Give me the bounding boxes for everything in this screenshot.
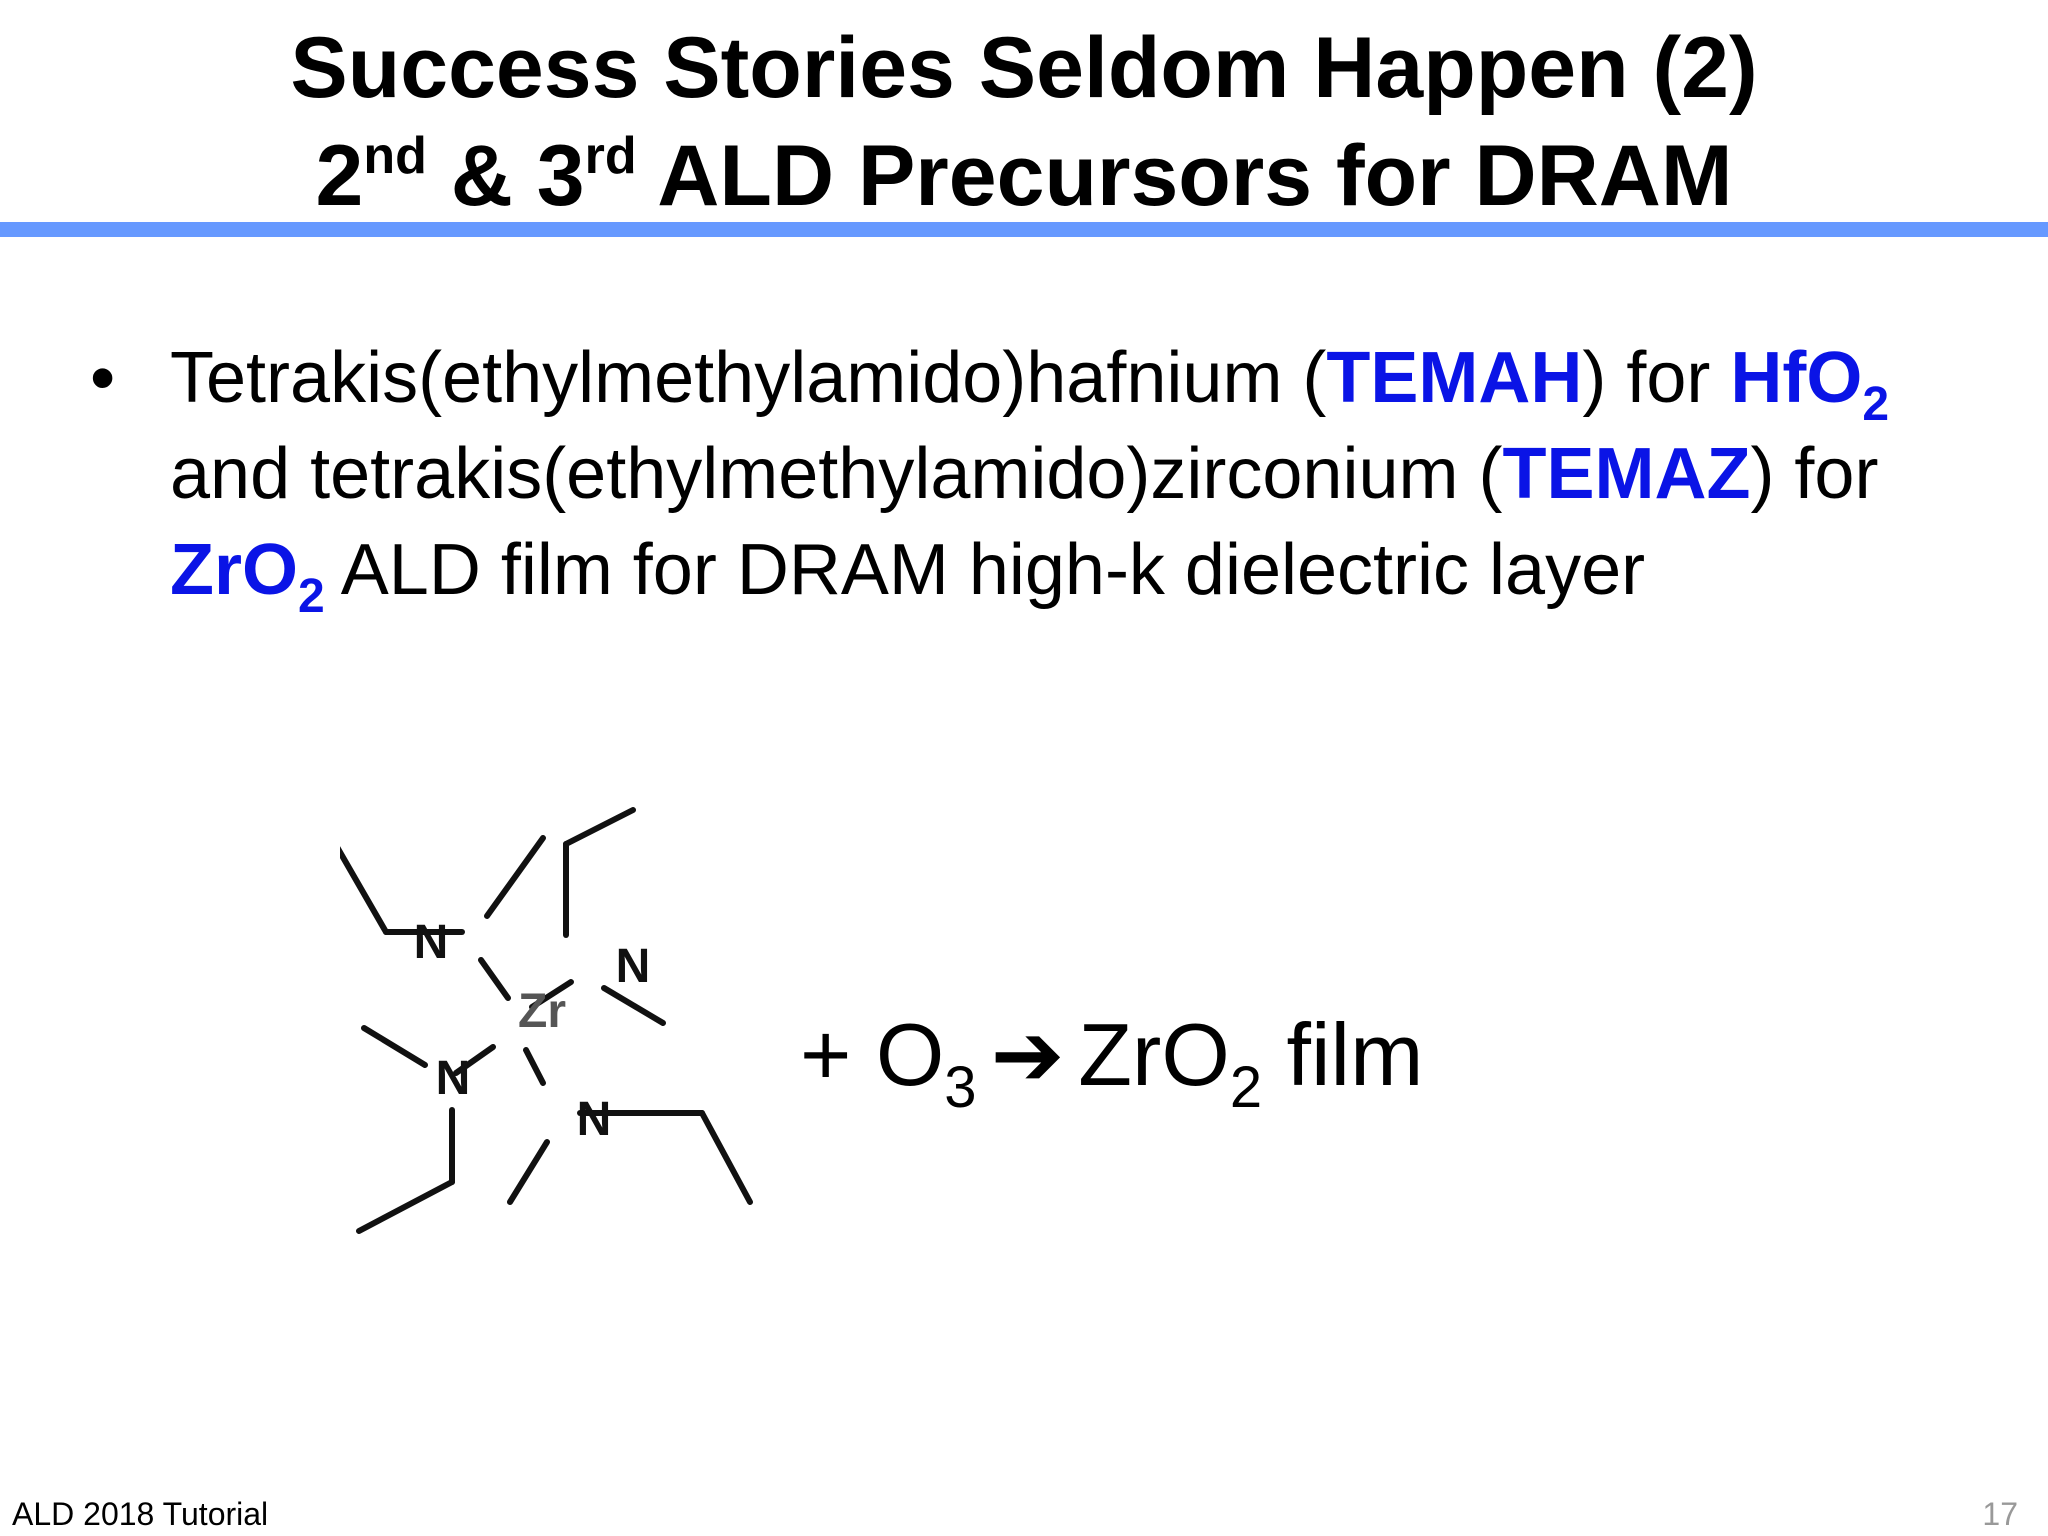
bullet-text-3: and tetrakis(ethylmethylamido)zirconium …: [170, 434, 1503, 514]
temaz-acronym: TEMAZ: [1502, 434, 1751, 514]
bullet-text: Tetrakis(ethylmethylamido)hafnium (TEMAH…: [170, 330, 1990, 621]
reaction-equation: + O3➔ZrO2 film: [800, 1005, 1424, 1117]
n-atom-label: N: [414, 916, 449, 969]
bond: [361, 1025, 428, 1068]
bullet-text-2: ) for: [1582, 338, 1731, 418]
bond: [478, 957, 511, 1001]
footer-label: ALD 2018 Tutorial: [12, 1496, 269, 1532]
zro2-formula: ZrO2: [170, 530, 325, 621]
bullet-text-5: ALD film for DRAM high-k dielectric laye…: [324, 530, 1646, 610]
bond: [563, 807, 636, 847]
title-sup-rd: rd: [584, 127, 637, 185]
bond: [529, 979, 574, 1010]
bond: [507, 1139, 550, 1205]
zr-atom-label: Zr: [518, 985, 566, 1038]
bond: [699, 1110, 753, 1205]
bullet-text-4: ) for: [1750, 434, 1879, 514]
bond: [356, 1179, 455, 1234]
bond: [523, 1047, 546, 1086]
bullet-marker: •: [90, 338, 116, 418]
hfo-text: HfO: [1730, 338, 1863, 418]
temaz-structure: Zr N N N N: [340, 807, 753, 1234]
bond: [453, 1044, 496, 1076]
title-line-2: 2nd & 3rd ALD Precursors for DRAM: [0, 122, 2048, 230]
bond: [484, 835, 546, 919]
bond: [340, 846, 389, 935]
title-num-2: 2: [315, 128, 364, 224]
title-amp-3: & 3: [426, 128, 585, 224]
hfo2-formula: HfO2: [1730, 338, 1889, 429]
n-atom-label: N: [616, 940, 651, 993]
title-divider: [0, 222, 2048, 237]
slide-title: Success Stories Seldom Happen (2) 2nd & …: [0, 14, 2048, 230]
page-number: 17: [1982, 1496, 2018, 1532]
product-formula: ZrO: [1078, 1005, 1230, 1104]
zro-text: ZrO: [170, 530, 299, 610]
product-subscript: 2: [1229, 1055, 1263, 1120]
product-film: film: [1262, 1005, 1424, 1104]
zro-subscript: 2: [298, 570, 325, 623]
bond: [601, 985, 666, 1026]
n-atom-label: N: [577, 1093, 612, 1146]
title-sup-nd: nd: [363, 127, 427, 185]
arrow-right-icon: ➔: [990, 1005, 1065, 1104]
n-atom-label: N: [436, 1052, 471, 1105]
hfo-subscript: 2: [1862, 378, 1890, 431]
plus-ozone: + O: [800, 1005, 945, 1104]
ozone-subscript: 3: [944, 1055, 977, 1120]
bullet-text-1: Tetrakis(ethylmethylamido)hafnium (: [170, 338, 1327, 418]
title-line-1: Success Stories Seldom Happen (2): [290, 20, 1758, 116]
temah-acronym: TEMAH: [1326, 338, 1583, 418]
title-rest: ALD Precursors for DRAM: [636, 128, 1733, 224]
